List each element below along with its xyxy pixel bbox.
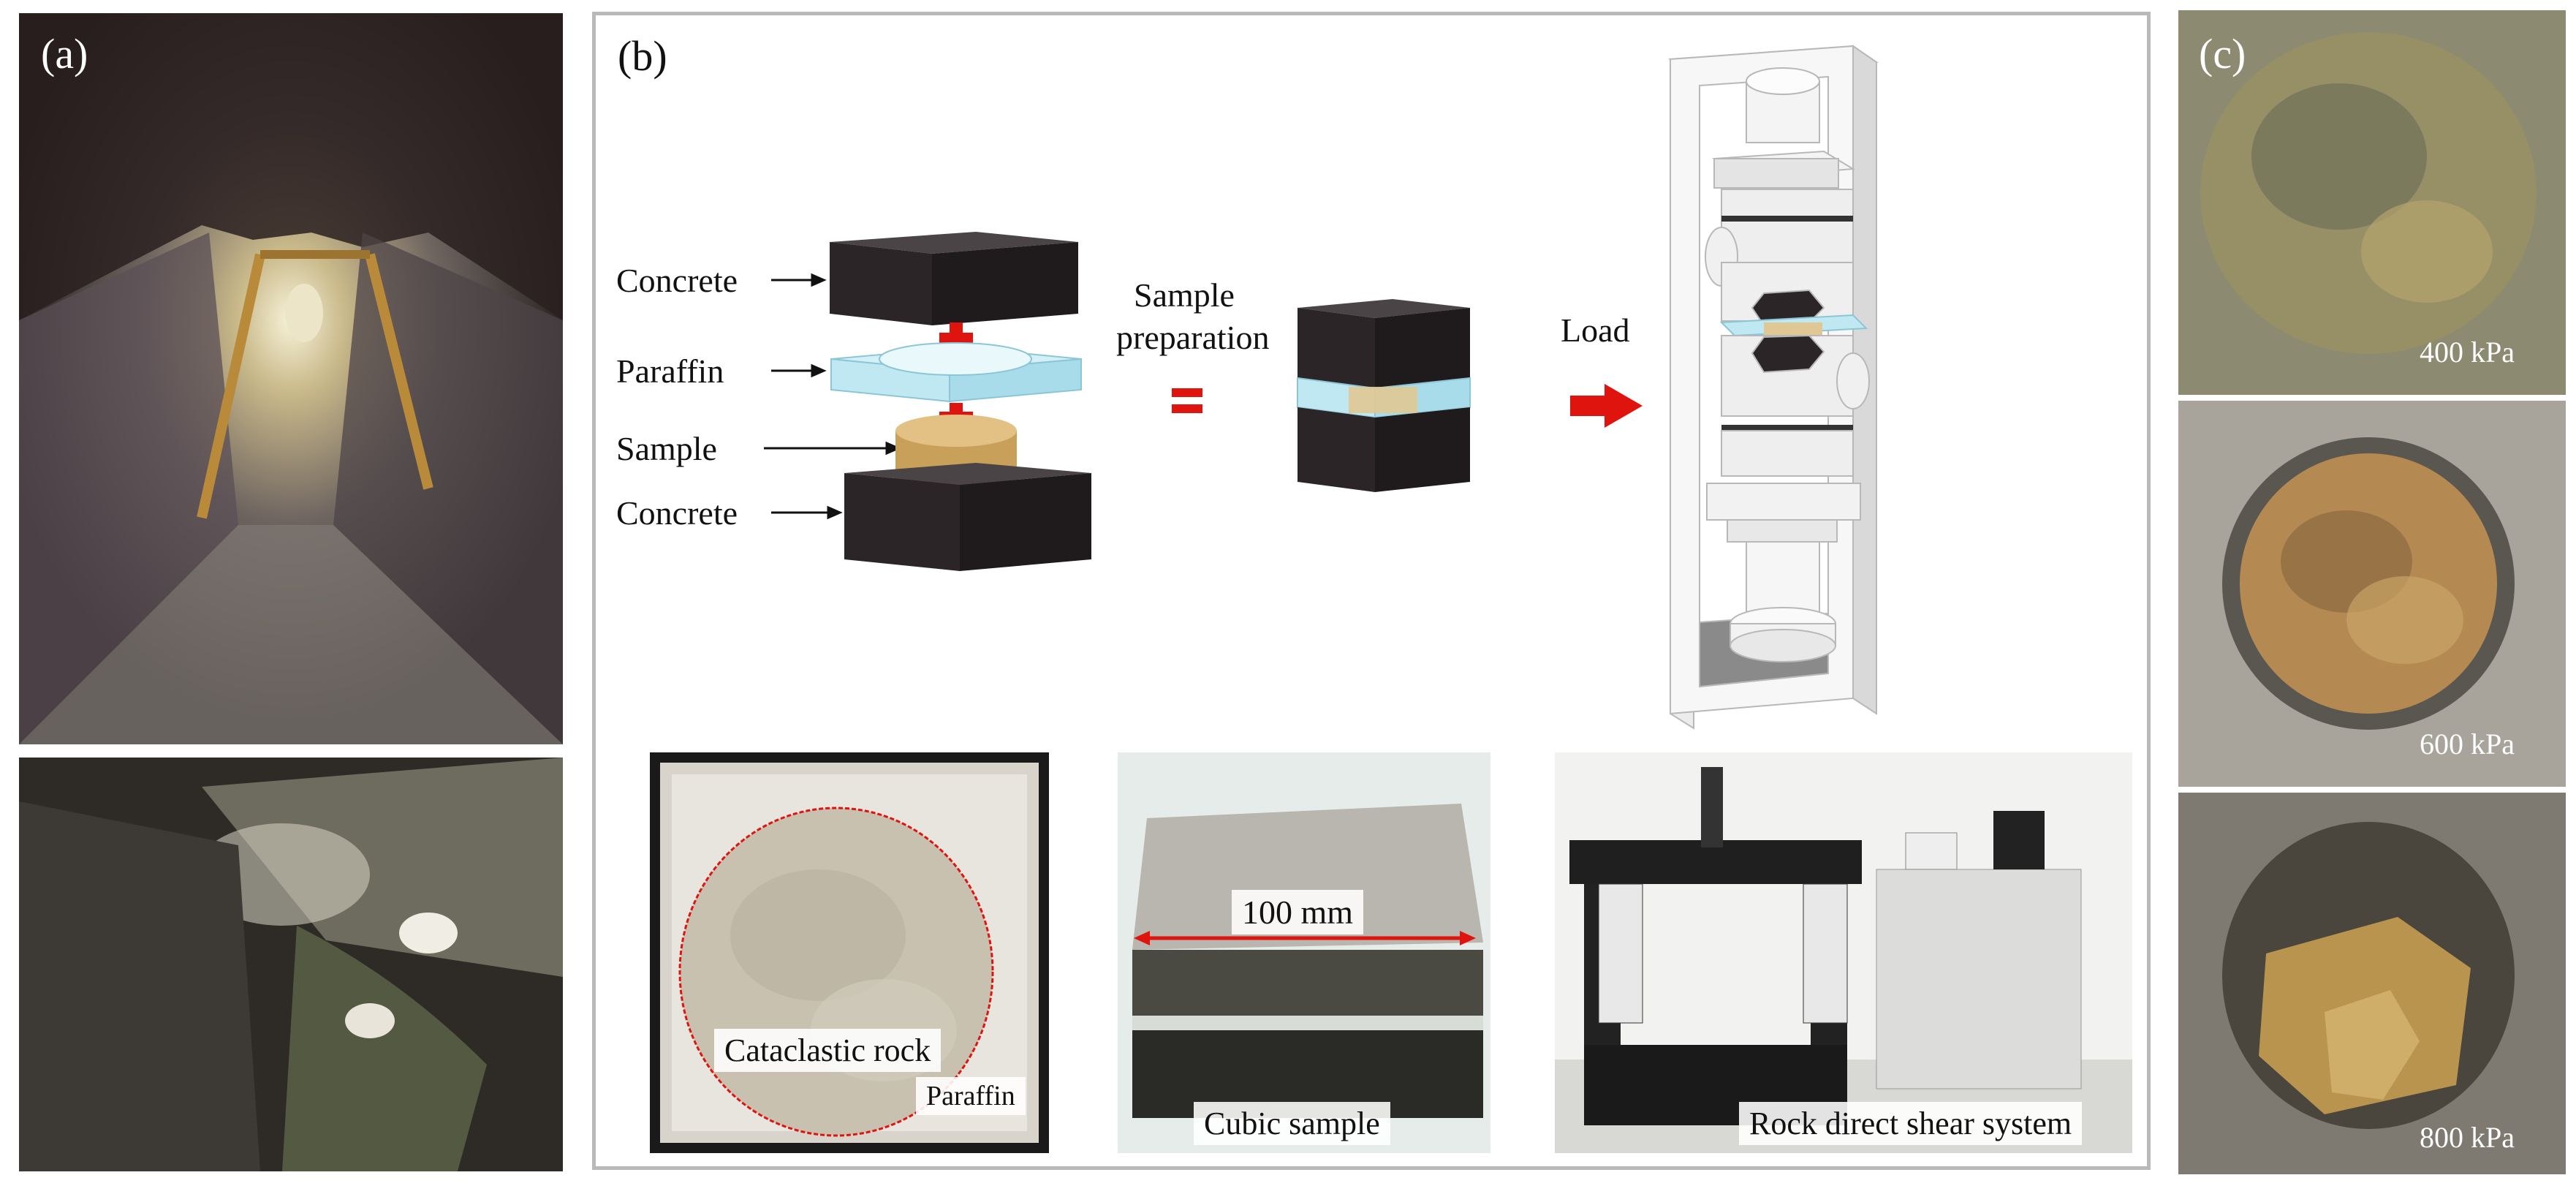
load-arrow-icon <box>1570 384 1643 428</box>
panel-b: (b) <box>592 12 2151 1170</box>
label-sample-preparation-1: Sample <box>1134 276 1235 314</box>
specimen-800kpa-photo: 800 kPa <box>2178 793 2566 1174</box>
panel-a-label: (a) <box>41 30 88 78</box>
specimen-400kpa-photo: (c) 400 kPa <box>2178 10 2566 395</box>
paraffin-slab <box>830 342 1082 403</box>
label-paraffin: Paraffin <box>616 352 724 390</box>
cubic-sample-photo: 100 mm Cubic sample <box>1118 752 1490 1153</box>
paraffin-photo-label: Paraffin <box>916 1077 1026 1115</box>
panel-c-label: (c) <box>2199 30 2246 78</box>
dimension-label: 100 mm <box>1232 890 1364 934</box>
assembled-specimen <box>1297 299 1471 492</box>
cataclastic-rock-photo: Cataclastic rock Paraffin <box>650 752 1049 1153</box>
cubic-sample-label: Cubic sample <box>1194 1102 1390 1145</box>
label-sample: Sample <box>616 430 717 467</box>
bottom-concrete-block <box>844 463 1091 571</box>
tunnel-photo: (a) <box>19 13 563 744</box>
panel-b-label: (b) <box>618 32 667 80</box>
label-concrete-bottom: Concrete <box>616 494 738 532</box>
equals-icon <box>1172 388 1202 413</box>
label-sample-preparation-2: preparation <box>1116 319 1270 356</box>
dimension-arrow-icon <box>1134 931 1476 945</box>
layer-arrows <box>764 273 901 520</box>
specimen-600kpa-photo: 600 kPa <box>2178 401 2566 787</box>
panel-c: (c) 400 kPa 600 kPa 800 kPa <box>2178 10 2566 1174</box>
pressure-label-400: 400 kPa <box>2420 336 2515 369</box>
top-concrete-block <box>830 232 1078 325</box>
schematic-diagram <box>764 45 1879 730</box>
label-load: Load <box>1561 311 1630 349</box>
pressure-label-600: 600 kPa <box>2420 728 2515 760</box>
shear-machine-diagram <box>1668 45 1879 730</box>
sampling-photo <box>19 758 563 1171</box>
label-concrete-top: Concrete <box>616 262 738 299</box>
shear-system-photo: Rock direct shear system <box>1555 752 2132 1153</box>
pressure-label-800: 800 kPa <box>2420 1121 2515 1154</box>
panel-a: (a) <box>16 10 566 1174</box>
cataclastic-rock-label: Cataclastic rock <box>714 1029 942 1072</box>
shear-system-label: Rock direct shear system <box>1739 1102 2083 1145</box>
